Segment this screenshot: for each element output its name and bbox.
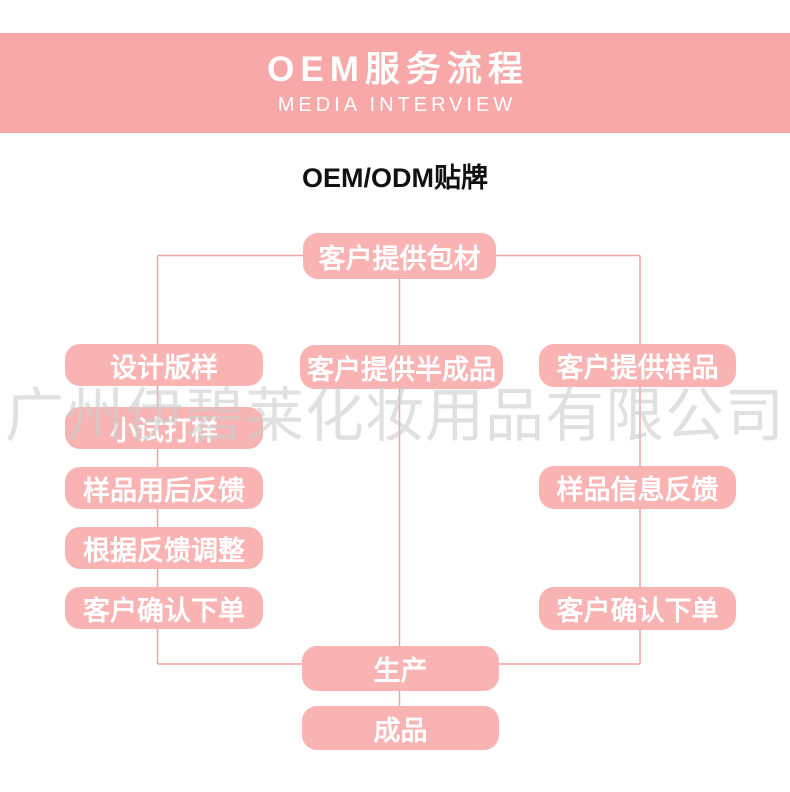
flow-node-customer-packaging: 客户提供包材 bbox=[303, 233, 496, 279]
flow-node-finished-product: 成品 bbox=[302, 706, 499, 750]
banner-title: OEM服务流程 bbox=[267, 50, 529, 89]
flow-node-confirm-order-right: 客户确认下单 bbox=[539, 587, 736, 630]
flow-node-semi-finished: 客户提供半成品 bbox=[300, 345, 503, 389]
section-title: OEM/ODM贴牌 bbox=[302, 163, 488, 193]
flow-node-adjust-per-feedback: 根据反馈调整 bbox=[65, 527, 263, 569]
header-banner: OEM服务流程 MEDIA INTERVIEW bbox=[0, 33, 790, 133]
flow-node-sample-use-feedback: 样品用后反馈 bbox=[65, 467, 263, 509]
flow-node-confirm-order-left: 客户确认下单 bbox=[65, 587, 263, 629]
flow-node-production: 生产 bbox=[302, 646, 499, 691]
flow-node-trial-proofing: 小试打样 bbox=[65, 407, 263, 449]
flow-node-sample-info-feedback: 样品信息反馈 bbox=[539, 466, 736, 509]
banner-subtitle: MEDIA INTERVIEW bbox=[277, 94, 517, 116]
flow-node-design-sample: 设计版样 bbox=[65, 344, 263, 386]
flow-node-customer-sample: 客户提供样品 bbox=[539, 344, 736, 387]
